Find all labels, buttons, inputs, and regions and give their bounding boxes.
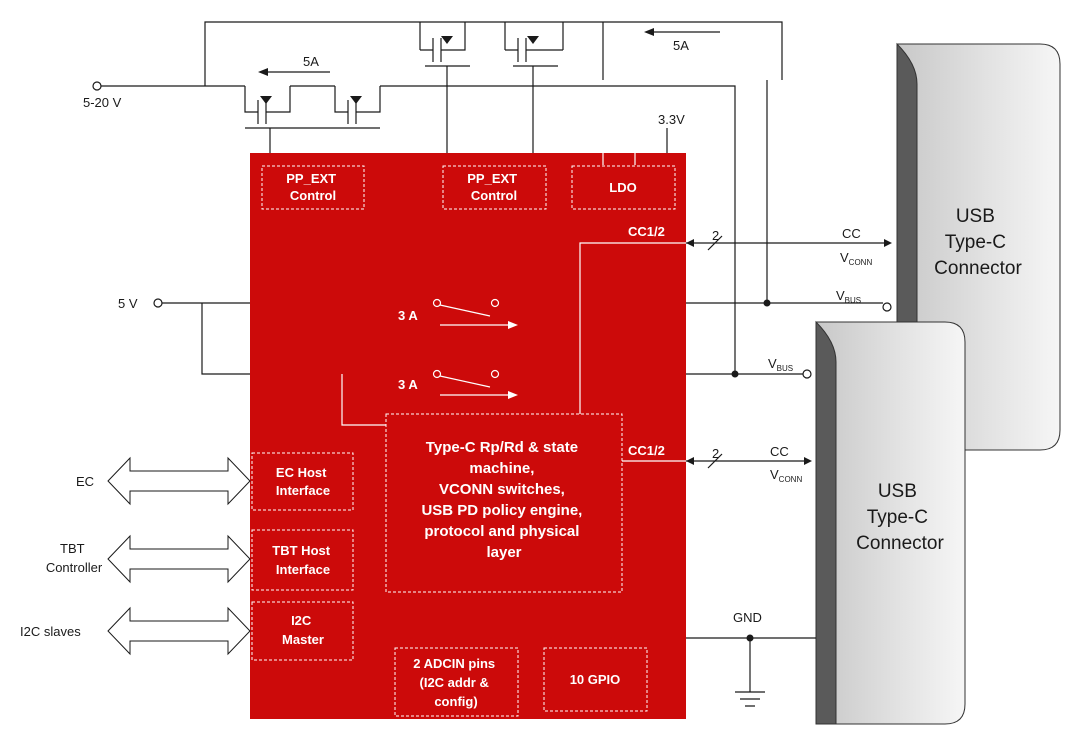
i2c-master-block: I2C Master	[251, 601, 354, 661]
pp-ext-control-1: PP_EXT Control	[261, 165, 365, 210]
pp-ext-control-2: PP_EXT Control	[442, 165, 547, 210]
connector-bottom-line-1: USB	[878, 481, 917, 502]
core-line-5: protocol and physical	[424, 523, 579, 540]
tbt-bus-arrow	[107, 534, 251, 584]
vin-label: 5-20 V	[83, 95, 122, 110]
switch-1-label: 3 A	[398, 308, 418, 323]
pp-ext-1-line-2: Control	[290, 188, 336, 203]
i2c-slaves-label: I2C slaves	[20, 624, 81, 639]
switch-2-label: 3 A	[398, 377, 418, 392]
cc12-bottom-label: CC1/2	[628, 443, 665, 458]
core-line-3: VCONN switches,	[439, 481, 565, 498]
pd-controller-chip	[250, 153, 686, 719]
i2c-master-line-1: I2C	[291, 613, 312, 628]
vconn-top-label: VCONN	[840, 250, 872, 267]
svg-text:Type-C Rp/Rd & state mac: Type-C Rp/Rd & state machine, VCONN swit…	[421, 439, 586, 561]
ec-host-line-2: Interface	[276, 483, 330, 498]
svg-text:PP_EXT Control: PP_EXT Control	[467, 171, 520, 203]
adcin-line-3: config)	[434, 694, 477, 709]
adcin-block: 2 ADCIN pins (I2C addr & config)	[394, 647, 519, 717]
gpio-block: 10 GPIO	[543, 647, 648, 712]
svg-text:TBT Host Interface: TBT Host Interface	[272, 543, 333, 577]
svg-text:2 ADCIN pins (I2C addr &: 2 ADCIN pins (I2C addr & config)	[413, 656, 498, 709]
current-mid-label: 5A	[673, 38, 689, 53]
core-line-4: USB PD policy engine,	[421, 502, 582, 519]
gnd-label: GND	[733, 610, 762, 625]
pp-ext-1-line-1: PP_EXT	[286, 171, 336, 186]
ec-bus-arrow	[107, 456, 251, 506]
usb-type-c-connector-bottom: USB Type-C Connector	[815, 320, 966, 725]
v33-label: 3.3V	[658, 112, 685, 127]
adcin-line-1: 2 ADCIN pins	[413, 656, 495, 671]
vbus-bottom-label: VBUS	[768, 356, 793, 373]
internal-wiring	[341, 153, 686, 462]
type-c-core-block: Type-C Rp/Rd & state machine, VCONN swit…	[385, 413, 623, 593]
i2c-bus-arrow	[107, 606, 251, 656]
connector-bottom-line-3: Connector	[856, 533, 944, 554]
bus-arrows	[107, 456, 251, 656]
connector-top-label: USB Type-C Connector	[934, 206, 1022, 279]
ec-host-line-1: EC Host	[276, 465, 327, 480]
i2c-master-line-2: Master	[282, 632, 324, 647]
tbt-host-line-2: Interface	[276, 562, 330, 577]
connector-top-line-3: Connector	[934, 258, 1022, 279]
tbt-line-1: TBT	[60, 541, 85, 556]
cc12-top-label: CC1/2	[628, 224, 665, 239]
ec-label: EC	[76, 474, 94, 489]
connector-bottom-label: USB Type-C Connector	[856, 481, 944, 554]
v5-label: 5 V	[118, 296, 138, 311]
power-fets	[244, 22, 563, 166]
connector-top-line-1: USB	[956, 206, 995, 227]
core-line-1: Type-C Rp/Rd & state	[426, 439, 578, 456]
svg-text:EC Host Interface: EC Host Interface	[276, 465, 330, 498]
vbus-top-label: VBUS	[836, 288, 861, 305]
pp-ext-2-line-1: PP_EXT	[467, 171, 517, 186]
tbt-host-line-1: TBT Host	[272, 543, 330, 558]
cc-bottom-label: CC	[770, 444, 789, 459]
connector-bottom-line-2: Type-C	[867, 507, 928, 528]
cc-top-label: CC	[842, 226, 861, 241]
ec-host-interface-block: EC Host Interface	[251, 452, 354, 511]
core-line-2: machine,	[469, 460, 534, 477]
vconn-bottom-label: VCONN	[770, 467, 802, 484]
tbt-line-2: Controller	[46, 560, 103, 575]
tbt-host-interface-block: TBT Host Interface	[251, 529, 354, 591]
fet-pair-external-1	[244, 86, 381, 166]
adcin-line-2: (I2C addr &	[420, 675, 489, 690]
ldo-label: LDO	[609, 180, 636, 195]
connector-top-line-2: Type-C	[945, 232, 1006, 253]
tbt-controller-label: TBT Controller	[46, 541, 103, 575]
bus-width-top: 2	[712, 228, 719, 243]
svg-text:PP_EXT Control: PP_EXT Control	[286, 171, 339, 203]
core-line-6: layer	[486, 544, 521, 561]
ldo-block: LDO	[571, 165, 676, 210]
bus-width-bottom: 2	[712, 446, 719, 461]
fet-pair-external-2	[420, 22, 563, 166]
svg-text:I2C Master: I2C Master	[282, 613, 324, 647]
gpio-label: 10 GPIO	[570, 672, 621, 687]
current-top-label: 5A	[303, 54, 319, 69]
pp-ext-2-line-2: Control	[471, 188, 517, 203]
